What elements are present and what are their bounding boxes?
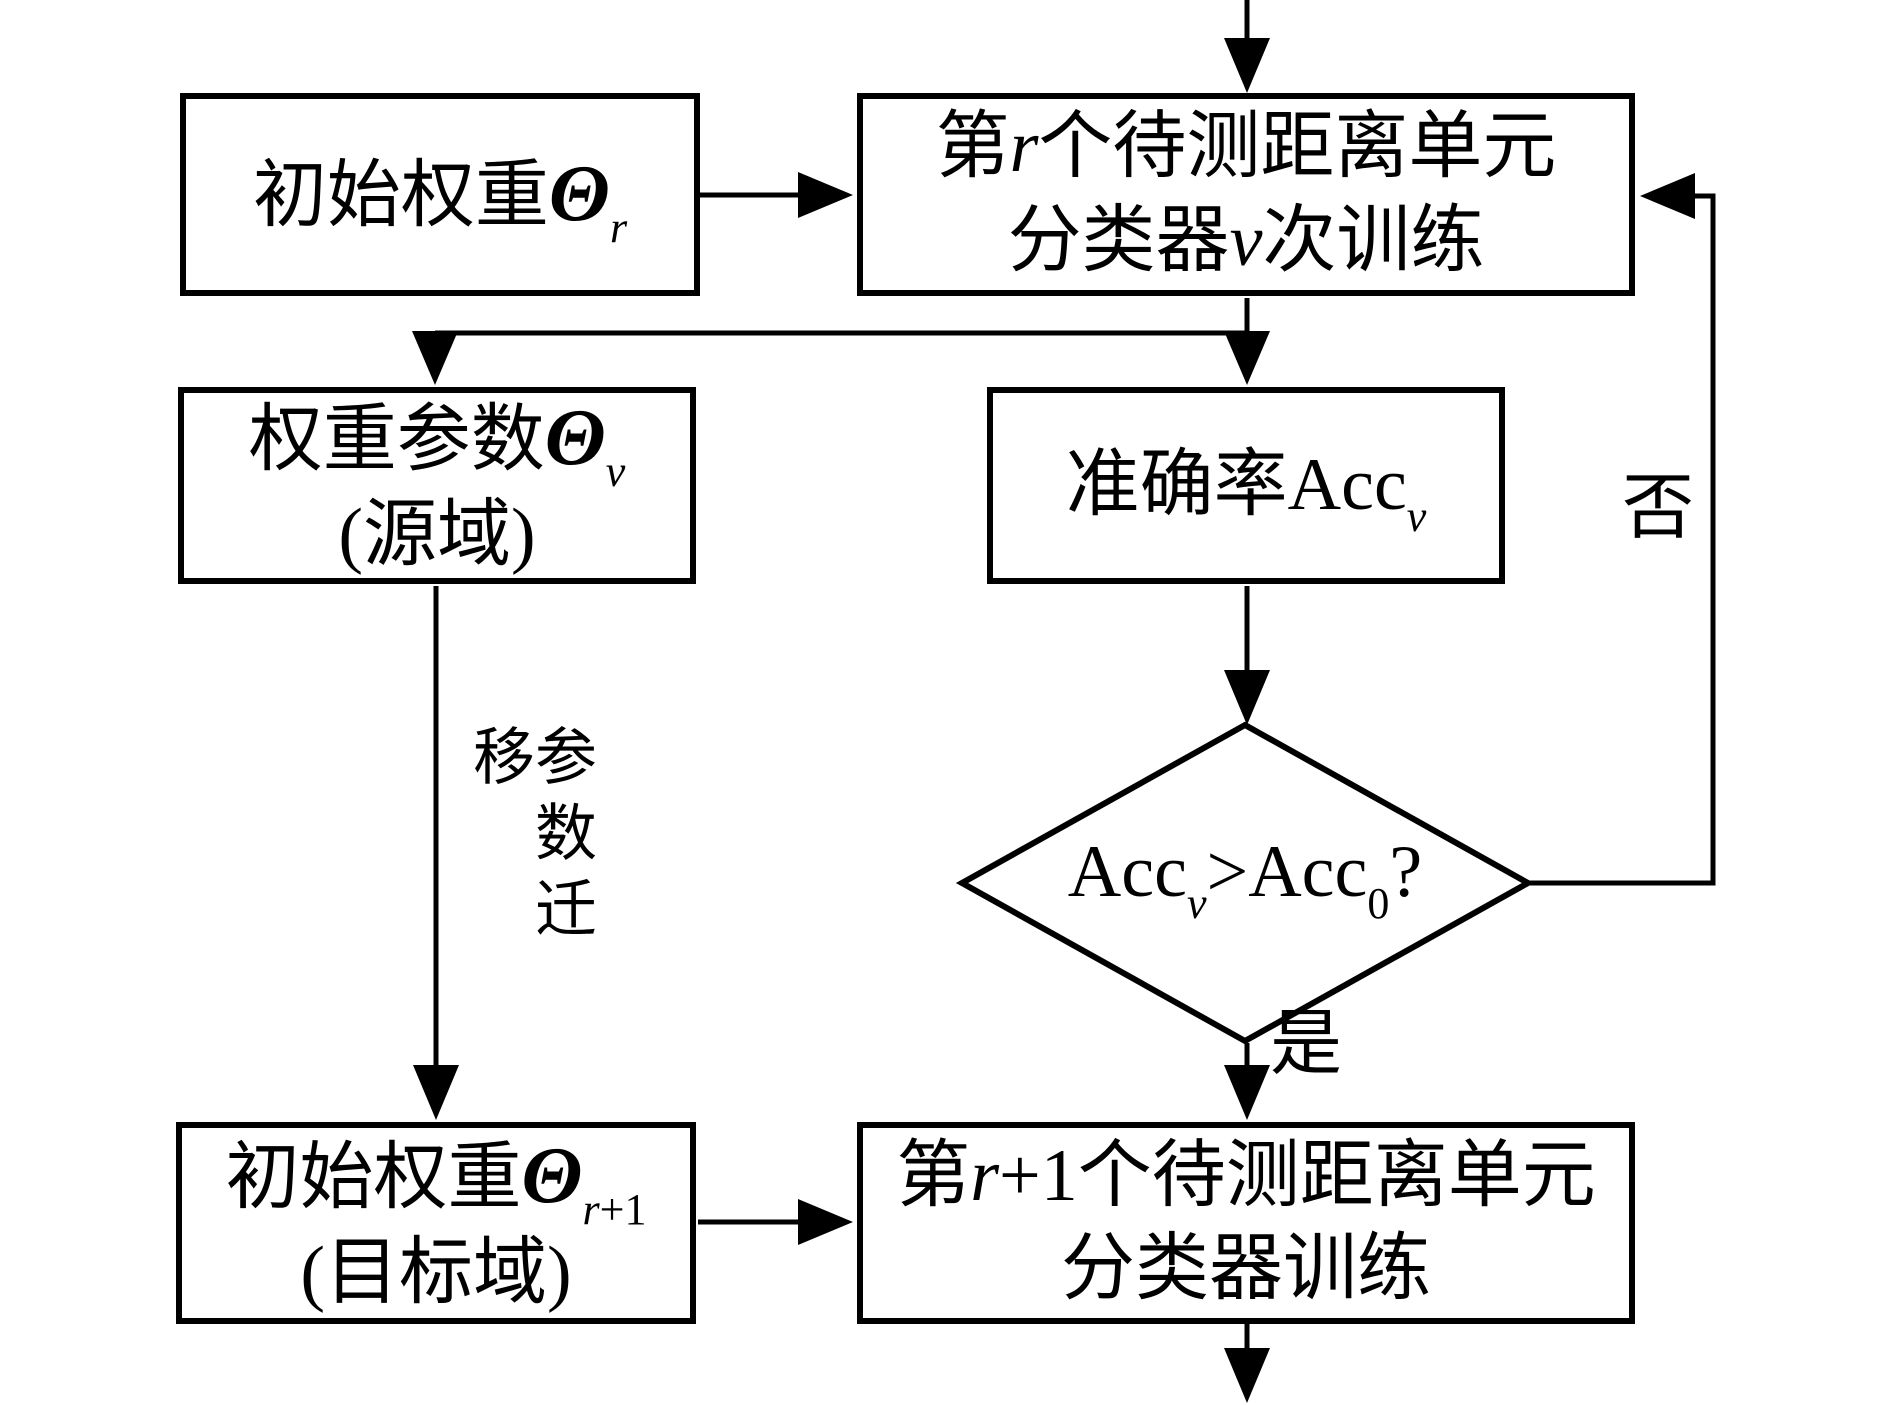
node-classifier-v-training-line1: 第r个待测距离单元 — [935, 106, 1557, 189]
node-initial-weight-next-line2: (目标域) — [300, 1231, 572, 1314]
subscript-v: v — [1406, 491, 1427, 541]
node-initial-weight-label: 初始权重Θr — [252, 150, 628, 253]
node-initial-weight-next-line1: 初始权重Θr+1 — [225, 1131, 647, 1234]
theta-symbol: Θ — [521, 1131, 583, 1220]
question-mark: ? — [1389, 831, 1423, 913]
arrowhead-feedback-into-train — [1640, 173, 1695, 219]
decision-label: Accv>Acc0? — [1067, 831, 1423, 928]
node-classifier-v-training-line2: 分类器v次训练 — [1007, 199, 1485, 282]
edge-decision-no-feedback-line — [1528, 193, 1716, 886]
var-r: r — [970, 1134, 1000, 1217]
arrowhead-into-trainnext — [1224, 1065, 1270, 1120]
node-accuracy: 准确率Accv — [987, 387, 1505, 584]
greater-than-sign: > — [1206, 831, 1249, 913]
node-initial-weight: 初始权重Θr — [180, 93, 700, 296]
decision-diamond-shape — [955, 721, 1535, 1045]
subscript-r: r — [609, 203, 628, 253]
node-classifier-v-training: 第r个待测距离单元 分类器v次训练 — [857, 93, 1635, 296]
subscript-0: 0 — [1367, 879, 1390, 928]
node-classifier-next-training-line1: 第r+1个待测距离单元 — [896, 1134, 1596, 1217]
node-classifier-next-training: 第r+1个待测距离单元 分类器训练 — [857, 1122, 1635, 1324]
arrowhead-entry — [1224, 38, 1270, 93]
label-yes: 是 — [1269, 1004, 1342, 1084]
label-no: 否 — [1621, 468, 1694, 548]
subscript-v: v — [605, 447, 626, 497]
arrowhead-into-trainnext-left — [798, 1199, 853, 1245]
node-weight-params: 权重参数Θv (源域) — [178, 387, 696, 584]
var-r: r — [1009, 106, 1039, 189]
node-initial-weight-next: 初始权重Θr+1 (目标域) — [176, 1122, 696, 1324]
subscript-r-plus-1: r+1 — [582, 1184, 647, 1234]
arrowhead-exit — [1224, 1348, 1270, 1403]
arrowhead-into-train — [798, 172, 853, 218]
acc-text: Acc — [1287, 443, 1407, 526]
label-param-transfer: 参数迁移 — [463, 724, 593, 952]
var-v: v — [1229, 199, 1263, 282]
node-accuracy-label: 准确率Accv — [1065, 443, 1427, 541]
arrowhead-into-weightparams — [412, 331, 458, 385]
node-weight-params-line2: (源域) — [338, 494, 536, 577]
theta-symbol: Θ — [544, 394, 606, 483]
subscript-v: v — [1186, 879, 1207, 928]
theta-symbol: Θ — [548, 150, 610, 239]
arrowhead-into-accuracy — [1224, 331, 1270, 385]
node-classifier-next-training-line2: 分类器训练 — [1061, 1228, 1431, 1310]
arrowhead-into-initialweightnext — [413, 1065, 459, 1120]
node-weight-params-line1: 权重参数Θv — [248, 394, 626, 497]
arrowhead-into-decision — [1224, 670, 1270, 725]
